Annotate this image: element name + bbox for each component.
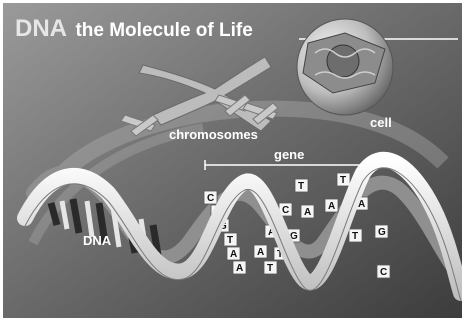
base-letter: T — [352, 231, 358, 242]
title-dna: DNA — [15, 15, 67, 42]
base-letter: A — [304, 207, 311, 218]
base-letter: C — [282, 205, 289, 216]
dna-label: DNA — [83, 233, 112, 248]
base-letter: T — [227, 235, 233, 246]
cell-illustration — [297, 19, 393, 115]
base-letter: C — [207, 193, 214, 204]
title-rest: the Molecule of Life — [75, 20, 252, 41]
base-letter: T — [298, 181, 304, 192]
base-letter: C — [380, 267, 387, 278]
dna-diagram: DNA the Molecule of Life cell — [3, 3, 462, 318]
base-letter: G — [378, 227, 386, 238]
base-letter: A — [328, 201, 335, 212]
cell-label: cell — [370, 115, 392, 130]
page-title: DNA the Molecule of Life — [15, 15, 253, 42]
base-letter: A — [257, 247, 264, 258]
base-letter: T — [267, 263, 273, 274]
base-letter: T — [340, 175, 346, 186]
base-letter: A — [230, 249, 237, 260]
base-letter: A — [236, 263, 243, 274]
chromosomes-label: chromosomes — [169, 127, 258, 142]
gene-label: gene — [274, 147, 304, 162]
